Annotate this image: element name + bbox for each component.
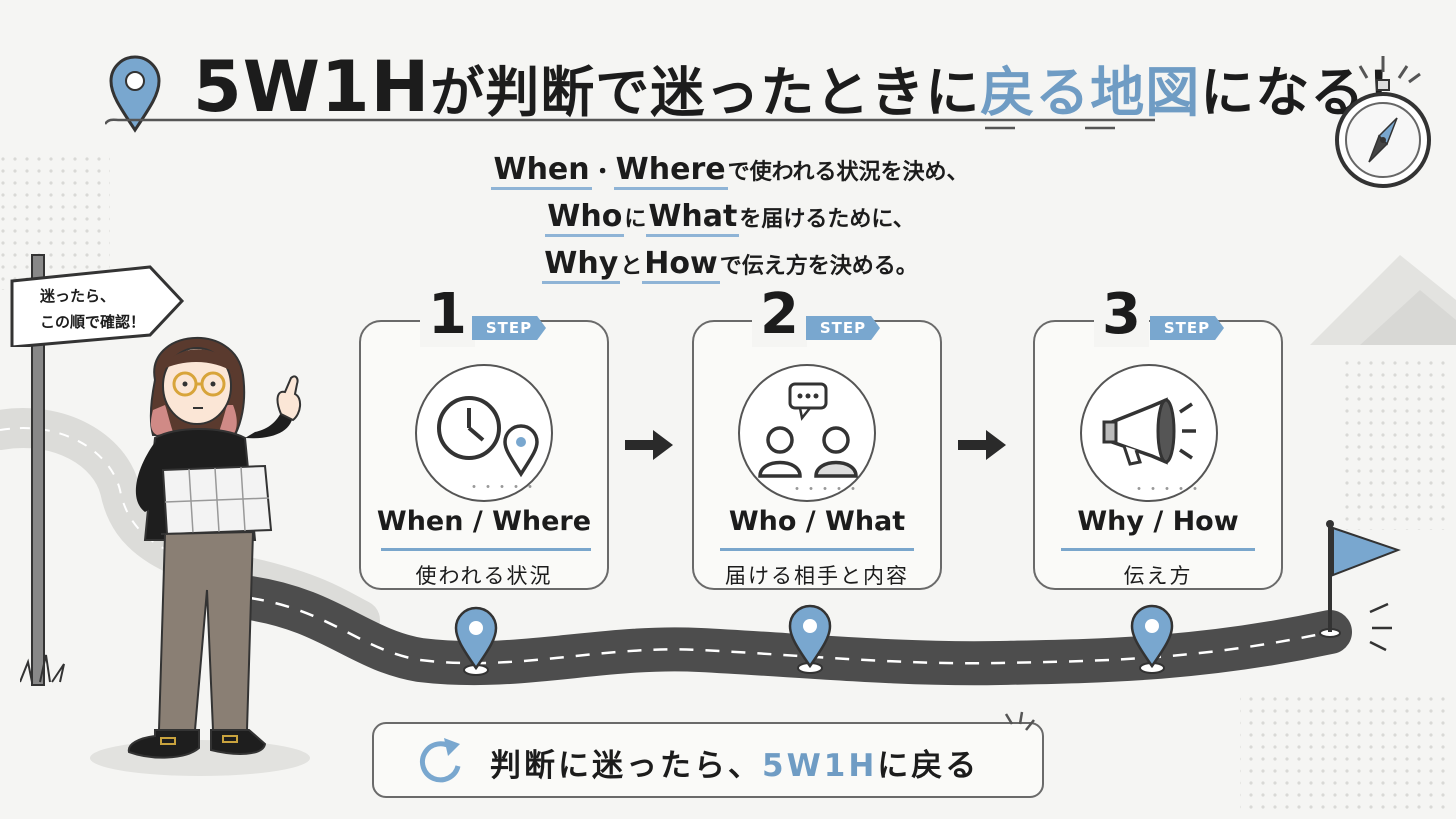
step-title: When / Where (376, 506, 592, 537)
signpost-pole (20, 254, 65, 686)
arrow-right-icon (958, 430, 1006, 460)
step-title: Why / How (1077, 506, 1239, 537)
step-number: 1 (420, 282, 475, 347)
bottom-prefix: 判断に迷ったら、 (490, 748, 762, 784)
intro-key: Why (542, 246, 621, 284)
step-tag: STEP (1150, 316, 1224, 340)
goal-flag-icon (1319, 520, 1401, 652)
step-tag: STEP (472, 316, 546, 340)
step-title-underline (381, 548, 591, 551)
title-underline (105, 118, 1155, 130)
intro-text: When・Whereで使われる状況を決め、 WhoにWhatを届けるために、 W… (380, 148, 1080, 289)
title-main: 5W1H (193, 46, 431, 128)
megaphone-icon: ・・・・・ (1102, 397, 1202, 498)
svg-text:・・・・・: ・・・・・ (1132, 482, 1202, 498)
bottom-suffix: に戻る (877, 748, 980, 784)
step-number: 3 (1094, 282, 1149, 347)
intro-key: Who (545, 199, 625, 237)
sign-line-2: この順で確認！ (40, 313, 146, 331)
title-area: 5W1Hが判断で迷ったときに戻る地図になる！ (105, 40, 1419, 133)
bottom-message: 判断に迷ったら、5W1Hに戻る (490, 740, 979, 785)
intro-sep: に (624, 207, 647, 232)
title-accent: 戻る地図 (980, 61, 1201, 124)
sign-board (10, 265, 185, 347)
intro-key: Where (613, 152, 728, 190)
location-pin-icon (109, 55, 161, 133)
step-icon-circle: ・・・・・ (415, 364, 553, 502)
svg-text:・・・・・: ・・・・・ (790, 482, 860, 498)
sparkle-lines (1004, 711, 1035, 731)
title-part1: が判断で迷ったときに (430, 61, 981, 124)
sign-text: 迷ったら、 この順で確認！ (40, 283, 145, 335)
page-title: 5W1Hが判断で迷ったときに戻る地図になる！ (193, 46, 1420, 128)
intro-rest: を届けるために、 (739, 207, 915, 232)
step-card-2: ・・・・・ Who / What 届ける相手と内容 (692, 320, 942, 590)
step-subtitle: 届ける相手と内容 (725, 564, 909, 588)
step-icon-circle: ・・・・・ (1080, 364, 1218, 502)
step-icon-circle: ・・・・・ (738, 364, 876, 502)
step-card-3: ・・・・・ Why / How 伝え方 (1033, 320, 1283, 590)
character-illustration (127, 336, 301, 759)
intro-line-2: WhoにWhatを届けるために、 (380, 195, 1080, 242)
step-title: Who / What (728, 506, 906, 537)
intro-key: When (491, 152, 592, 190)
signpost-sign: 迷ったら、 この順で確認！ (10, 263, 185, 347)
step-subtitle: 伝え方 (1123, 564, 1193, 588)
compass-icon (1335, 56, 1431, 188)
step-title-underline (1061, 548, 1255, 551)
clock-location-icon: ・・・・・ (437, 396, 539, 496)
road-pin-1 (454, 606, 498, 676)
intro-rest: で使われる状況を決め、 (727, 160, 969, 185)
people-chat-icon: ・・・・・ (758, 382, 860, 498)
step-card-1: ・・・・・ When / Where 使われる状況 (359, 320, 609, 590)
intro-key: How (642, 246, 720, 284)
bottom-callout: 判断に迷ったら、5W1Hに戻る (372, 711, 1044, 798)
step-subtitle: 使われる状況 (415, 564, 553, 588)
step-tag: STEP (806, 316, 880, 340)
arrow-right-icon (625, 430, 673, 460)
step-number: 2 (752, 282, 807, 347)
intro-sep: ・ (591, 160, 614, 185)
intro-sep: と (620, 254, 643, 279)
step-title-underline (720, 548, 914, 551)
sign-line-1: 迷ったら、 (40, 287, 116, 305)
refresh-icon (420, 738, 461, 783)
intro-line-3: WhyとHowで伝え方を決める。 (380, 242, 1080, 289)
bottom-accent: 5W1H (762, 748, 878, 784)
intro-key: What (646, 199, 740, 237)
road-pin-2 (788, 604, 832, 674)
intro-line-1: When・Whereで使われる状況を決め、 (380, 148, 1080, 195)
intro-rest: で伝え方を決める。 (719, 254, 918, 279)
road-pin-3 (1130, 604, 1174, 674)
svg-text:・・・・・: ・・・・・ (467, 480, 537, 496)
